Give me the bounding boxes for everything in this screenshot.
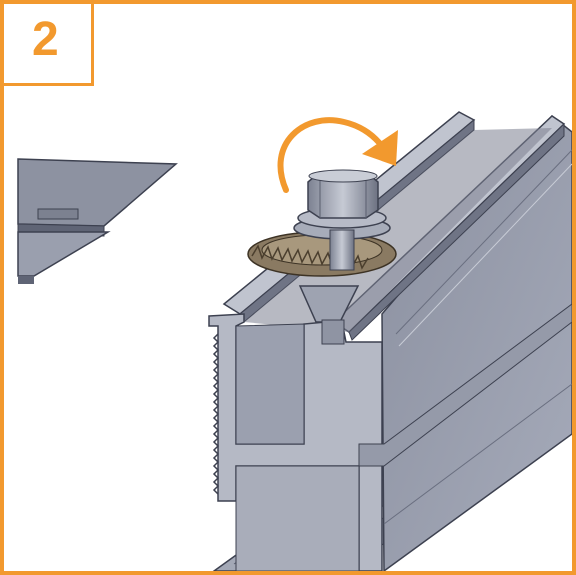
module-plate [17,158,178,284]
bolt-assembly [247,169,397,345]
step-number-badge: 2 [4,4,94,86]
rail-bolt-illustration [17,111,572,571]
step-number: 2 [32,13,59,66]
main-rail [208,111,572,571]
clockwise-rotation-arrow-icon [277,117,398,193]
